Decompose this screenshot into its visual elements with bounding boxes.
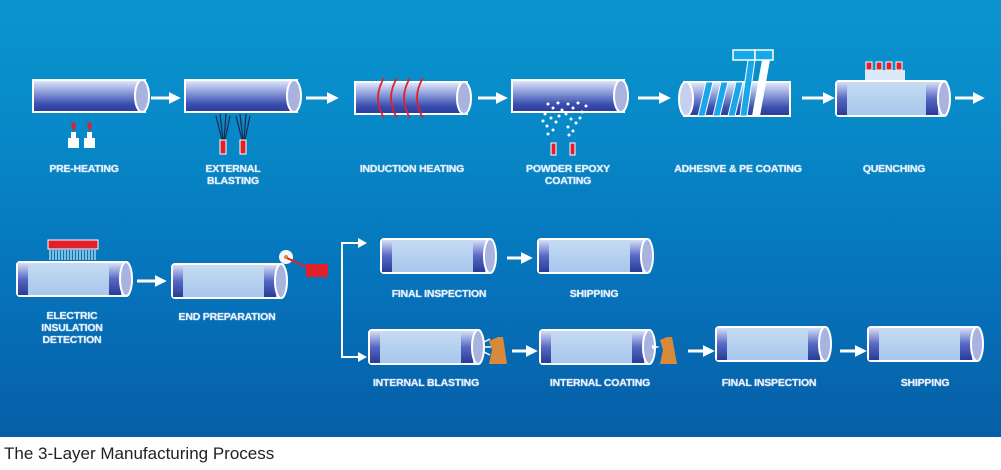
- label-pre-heating: PRE-HEATING: [49, 163, 119, 175]
- label-induction-heating: INDUCTION HEATING: [359, 163, 465, 175]
- figure-caption: The 3-Layer Manufacturing Process: [4, 444, 275, 463]
- branch-arrowhead-bottom: [358, 352, 367, 362]
- detector-brush-icon: [47, 239, 99, 260]
- pipe-pre-heating: [32, 79, 150, 113]
- blasting-nozzle-icon: [215, 113, 251, 155]
- powder-spray-icon: [541, 101, 588, 156]
- label-adhesive-pe-coating: ADHESIVE & PE COATING: [674, 163, 802, 175]
- label-quenching: QUENCHING: [862, 163, 926, 175]
- label-external-blasting: EXTERNAL BLASTING: [205, 163, 261, 187]
- label-internal-blasting: INTERNAL BLASTING: [372, 377, 480, 389]
- pipe-final-inspection-b: [715, 326, 832, 362]
- burner-icon: [68, 121, 95, 148]
- pipe-internal-coating: [539, 329, 656, 365]
- pipe-induction-heating: [354, 81, 472, 115]
- water-spray-icon: [865, 61, 905, 80]
- label-electric-insulation-detection: ELECTRIC INSULATION DETECTION: [41, 310, 103, 346]
- label-shipping-a: SHIPPING: [569, 288, 619, 300]
- branch-arrowhead-top: [358, 238, 367, 248]
- label-end-preparation: END PREPARATION: [178, 311, 276, 323]
- label-final-inspection-b: FINAL INSPECTION: [721, 377, 817, 389]
- process-diagram-panel: PRE-HEATING EXTERNAL BLASTING INDUCTION …: [0, 0, 1001, 437]
- pipe-shipping-a: [537, 238, 654, 274]
- induction-coil-icon: [377, 77, 424, 119]
- bevel-tool-icon: [279, 250, 328, 277]
- internal-coating-nozzle-icon: [652, 337, 677, 364]
- internal-blasting-nozzle-icon: [483, 337, 507, 364]
- label-powder-epoxy-coating: POWDER EPOXY COATING: [526, 163, 610, 187]
- label-final-inspection-a: FINAL INSPECTION: [391, 288, 487, 300]
- pipe-shipping-b: [867, 326, 984, 362]
- process-diagram: [16, 49, 985, 365]
- pipe-end-preparation: [171, 263, 288, 299]
- pipe-quenching: [835, 80, 951, 117]
- pipe-final-inspection-a: [380, 238, 497, 274]
- label-shipping-b: SHIPPING: [900, 377, 950, 389]
- branch-connector: [341, 242, 363, 358]
- pipe-electric-insulation: [16, 261, 133, 297]
- wrapping-tape-icon: [697, 49, 774, 117]
- pipe-external-blasting: [184, 79, 302, 113]
- pipe-internal-blasting: [368, 329, 485, 365]
- pipe-powder-epoxy: [511, 79, 629, 113]
- label-internal-coating: INTERNAL COATING: [549, 377, 651, 389]
